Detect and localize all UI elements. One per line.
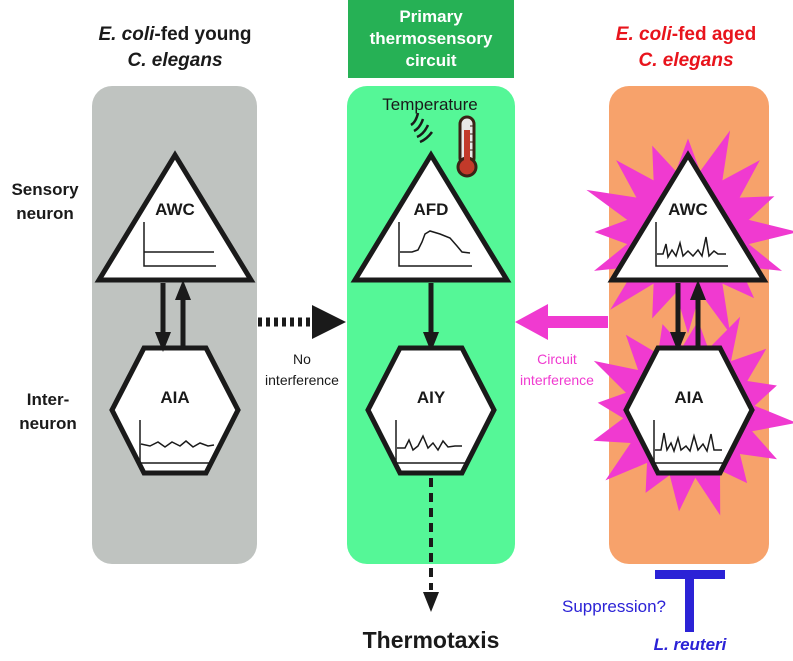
suppression-t-bar: [685, 570, 694, 632]
temperature-label: Temperature: [382, 95, 477, 114]
no-interference-label: No: [293, 351, 311, 367]
interneuron-label: Inter-: [27, 390, 70, 409]
heat-wave-icon: [410, 112, 434, 144]
l-reuteri-label: L. reuteri: [654, 635, 728, 654]
young-worm-title-species: C. elegans: [127, 50, 222, 71]
aged-worm-title-species: C. elegans: [638, 50, 733, 71]
circuit-interference-arrow: [515, 304, 548, 340]
aiy-trace: [395, 420, 466, 464]
afd-neuron: [350, 150, 512, 283]
aged-awc-to-aia-arrow: [670, 332, 686, 352]
young-awc-trace: [143, 222, 216, 267]
thermotaxis-label: Thermotaxis: [363, 627, 500, 653]
suppression-label: Suppression?: [562, 597, 666, 616]
aged-awc-neuron: [607, 150, 769, 283]
thermotaxis-arrow: [423, 592, 439, 612]
primary-circuit-header: [348, 0, 514, 78]
primary-header-line1: Primary: [399, 7, 463, 26]
aged-aia-neuron: [623, 345, 755, 476]
young-awc-neuron: [94, 150, 256, 283]
afd-trace: [398, 222, 472, 267]
no-interference-label-2: interference: [265, 372, 339, 388]
aged-worm-title: E. coli-fed aged: [616, 24, 756, 45]
circuit-interference-label-2: interference: [520, 372, 594, 388]
afd-label: AFD: [414, 200, 449, 219]
young-aia-neuron: [109, 345, 241, 476]
interneuron-label-2: neuron: [19, 414, 77, 433]
aged-awc-trace: [655, 222, 728, 267]
young-aia-to-awc-arrow: [175, 280, 191, 300]
no-interference-arrow: [312, 305, 346, 339]
young-awc-to-aia-arrow: [155, 332, 171, 352]
young-aia-label: AIA: [160, 388, 189, 407]
young-aia-trace: [139, 420, 215, 464]
primary-header-line2: thermosensory: [370, 29, 493, 48]
thermometer-icon: [456, 115, 478, 178]
young-worm-title: E. coli-fed young: [98, 24, 251, 45]
sensory-neuron-label: Sensory: [11, 180, 79, 199]
young-awc-label: AWC: [155, 200, 195, 219]
aged-aia-label: AIA: [674, 388, 703, 407]
aiy-label: AIY: [417, 388, 446, 407]
circuit-interference-label: Circuit: [537, 351, 577, 367]
sensory-neuron-label-2: neuron: [16, 204, 74, 223]
aged-aia-to-awc-arrow: [690, 280, 706, 300]
primary-header-line3: circuit: [405, 51, 456, 70]
afd-to-aiy-arrow: [423, 332, 439, 352]
aiy-neuron: [365, 345, 497, 476]
aged-awc-label: AWC: [668, 200, 708, 219]
aged-aia-trace: [653, 420, 724, 464]
